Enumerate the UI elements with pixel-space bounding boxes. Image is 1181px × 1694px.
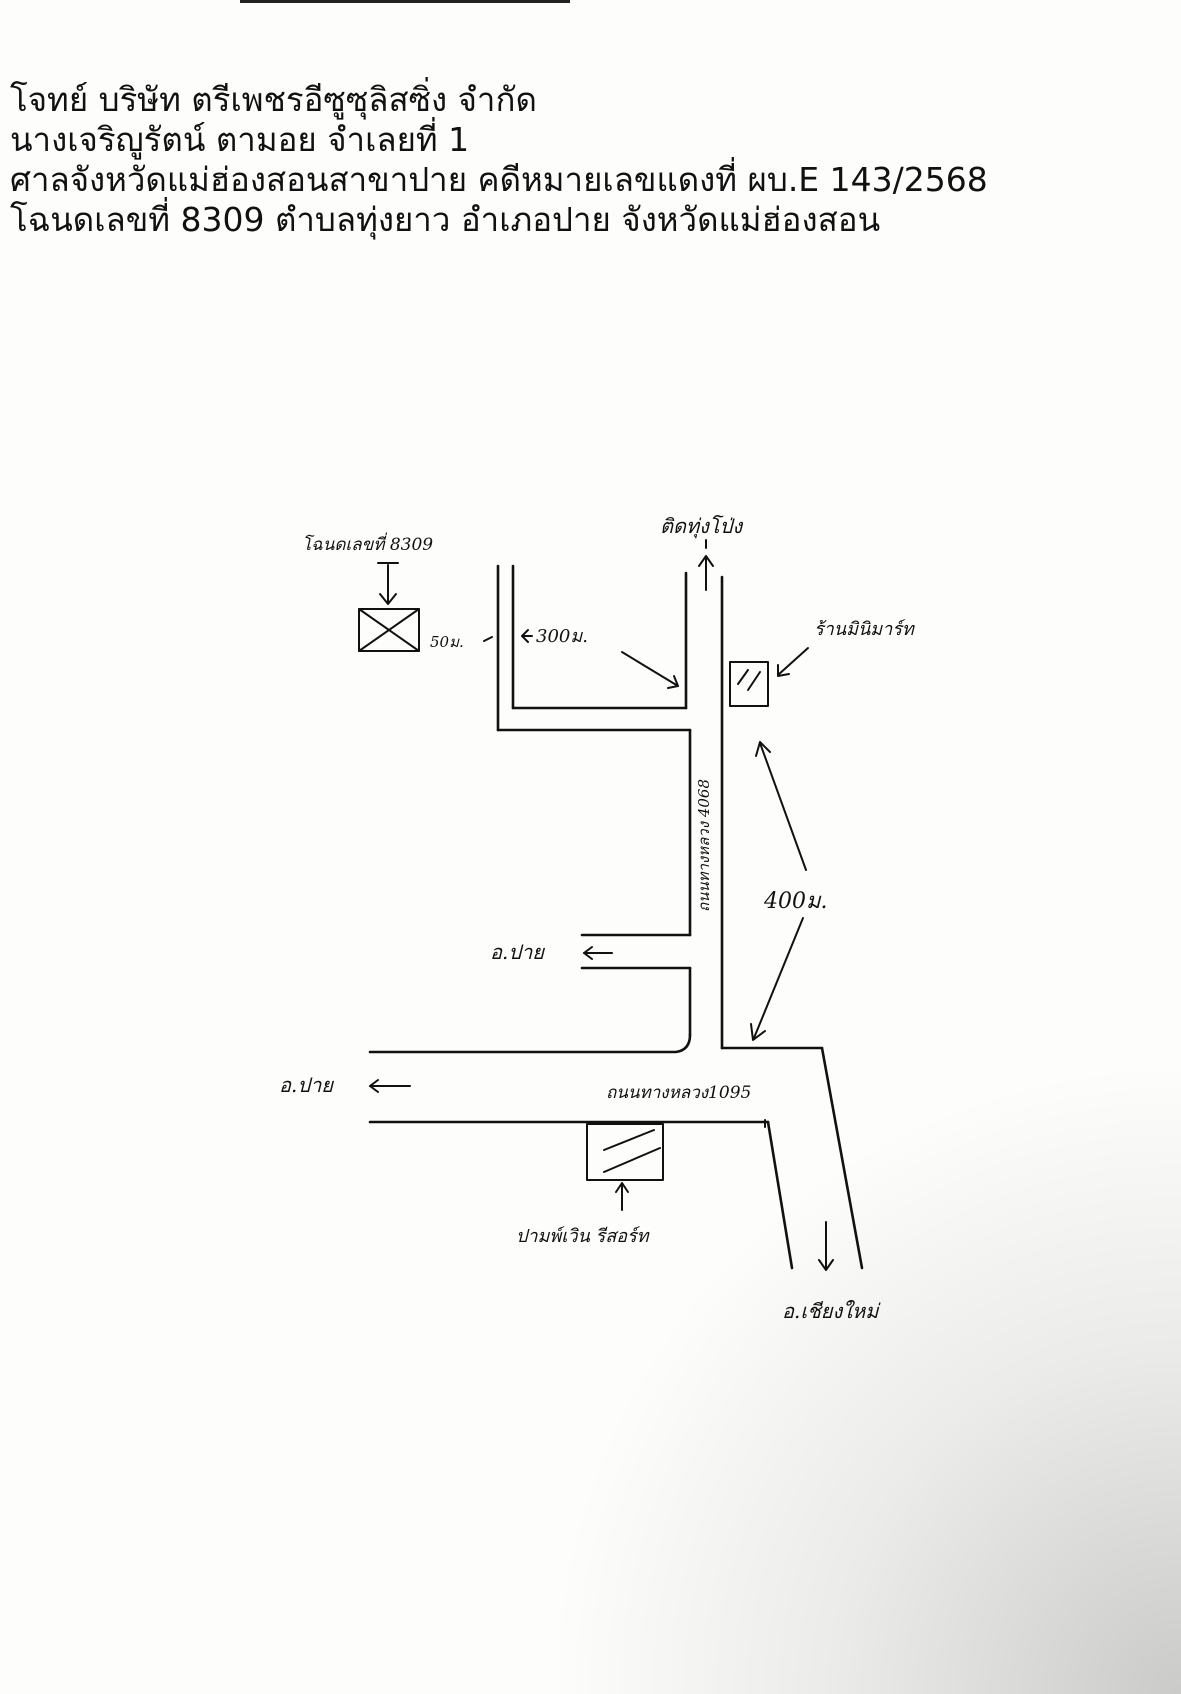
distance-400m-arrow-up [759,742,807,871]
mini-mart-pointer [777,647,809,676]
bottom-landmark-pointer-head [615,1182,629,1193]
distance-300m-label: 300ม. [536,626,588,647]
highway-1095-label: ถนนทางหลวง1095 [606,1083,751,1103]
distance-400m-arrowhead-down [750,1023,766,1041]
target-property-marker [358,608,420,652]
plaintiff-line: โจทย์ บริษัท ตรีเพชรอีซูซุลิสซิ่ง จำกัด [10,80,537,119]
title-deed-line: โฉนดเลขที่ 8309 ตำบลทุ่งยาว อำเภอปาย จัง… [10,200,881,239]
local-road-label: ถนนทางหลวง 4068 [695,779,713,912]
court-case-line: ศาลจังหวัดแม่ฮ่องสอนสาขาปาย คดีหมายเลขแด… [10,160,988,199]
highway-top-edge-left [368,1033,692,1054]
distance-400m-label: 400ม. [763,889,828,914]
distance-400m-arrowhead-up [755,741,771,757]
highway-top-edge-right [720,1046,864,1270]
target-property-label: โฉนดเลขที่ 8309 [302,532,433,555]
distance-300m-pointer [621,651,679,687]
highway-south-left-edge [766,1120,794,1270]
to-pai-lower-arrowhead [369,1079,379,1093]
distance-50m-arrow [483,636,493,642]
to-pai-lower-label: อ.ปาย [279,1073,334,1097]
mini-mart-label: ร้านมินิมาร์ท [814,619,916,640]
distance-400m-arrow-down [753,917,804,1039]
bottom-landmark-label: ปามพ์เวิน รีสอร์ท [516,1226,651,1247]
to-pai-upper-label: อ.ปาย [490,940,545,964]
case-header: โจทย์ บริษัท ตรีเพชรอีซูซุลิสซิ่ง จำกัด … [10,80,1170,240]
bottom-landmark-marker [586,1123,664,1181]
north-direction-label: ติดทุ่งโป่ง [660,514,743,539]
distance-300m-arrowhead [521,629,533,643]
to-chiang-mai-arrowhead [818,1259,834,1271]
mini-mart-marker [729,661,769,707]
distance-300m-pointer-head [667,675,679,689]
north-arrow-head [698,555,714,567]
scan-edge-mark [240,0,570,3]
defendant-line: นางเจริญูรัตน์ ตามอย จำเลยที่ 1 [10,120,470,159]
mini-mart-pointer-head [777,664,790,677]
to-chiang-mai-label: อ.เชียงใหม่ [782,1299,881,1323]
distance-50m-label: 50ม. [430,633,464,651]
target-pointer-arrowhead [379,593,397,605]
to-pai-upper-arrowhead [583,946,593,960]
